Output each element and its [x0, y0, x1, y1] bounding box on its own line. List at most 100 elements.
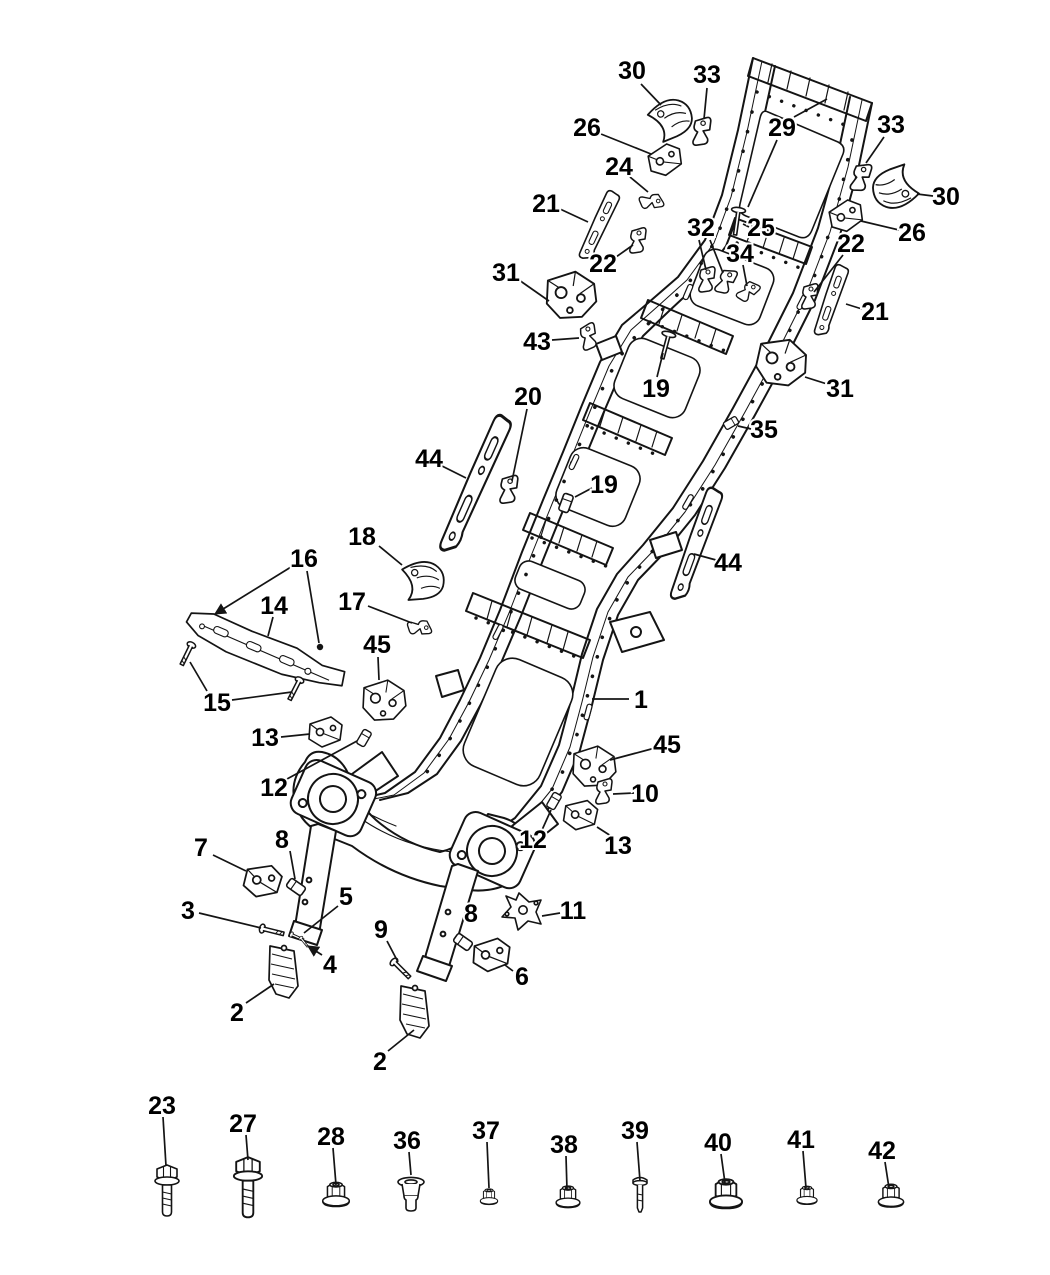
callout-number-20: 20: [514, 383, 542, 411]
callout-number-42: 42: [868, 1137, 896, 1165]
part-9-pin-icon: [388, 956, 414, 982]
callout-number-30: 30: [618, 57, 646, 85]
frame-line: [474, 90, 855, 662]
leader-line: [698, 239, 707, 271]
part-23-bolt-icon: [154, 1164, 180, 1217]
part-20-clip-icon: [499, 474, 519, 505]
frame-opening: [514, 560, 586, 610]
callout-33-1: 33: [691, 59, 723, 120]
leader-line: [231, 691, 293, 701]
frame-line: [297, 798, 308, 809]
frame-line: [486, 600, 569, 651]
callout-13-36: 13: [596, 826, 634, 862]
part-7-bracket-icon: [241, 860, 285, 902]
frame-opening: [462, 657, 574, 787]
leader-line: [804, 376, 828, 385]
frame-line: [630, 626, 642, 638]
leader-line: [367, 605, 413, 624]
leader-line: [387, 1029, 415, 1052]
callout-number-17: 17: [338, 588, 366, 616]
callout-number-31: 31: [492, 259, 520, 287]
frame-line: [599, 409, 658, 448]
callout-26-7: 26: [860, 217, 928, 249]
frame-line: [746, 225, 799, 260]
callout-13-30: 13: [249, 722, 311, 754]
frame-line: [319, 785, 347, 813]
part-8-pad-icon: [451, 931, 475, 953]
callout-number-6: 6: [515, 963, 529, 991]
callout-number-45: 45: [653, 731, 681, 759]
leader-line: [289, 850, 296, 880]
part-38-fnut-icon: [555, 1185, 581, 1209]
part-45-mount-icon: [362, 679, 407, 721]
frame-line: [590, 426, 666, 460]
part-40-fnut-icon: [708, 1178, 744, 1210]
callout-39-54: 39: [619, 1115, 651, 1182]
leader-line: [615, 244, 634, 258]
frame-opening: [613, 337, 701, 419]
callout-23-48: 23: [146, 1090, 178, 1167]
callout-number-23: 23: [148, 1092, 176, 1120]
crossmember-2: [728, 217, 813, 265]
leader-line: [813, 254, 844, 293]
frame-opening: [555, 446, 641, 528]
leader-line: [332, 1147, 337, 1186]
callout-number-12: 12: [519, 826, 547, 854]
frame-line: [456, 850, 467, 861]
frame-line: [540, 519, 598, 558]
callout-26-2: 26: [571, 112, 652, 155]
leader-line: [378, 545, 403, 566]
frame-line: [422, 110, 854, 812]
frame-line: [583, 703, 593, 721]
frame-line: [682, 494, 694, 510]
frame-illustration: [288, 57, 873, 982]
callout-8-38: 8: [273, 824, 296, 880]
leader-line: [640, 83, 662, 106]
callout-number-26: 26: [573, 114, 601, 142]
callout-number-2: 2: [373, 1048, 387, 1076]
callout-41-56: 41: [785, 1124, 817, 1189]
leader-line: [306, 945, 323, 957]
part-6-bracket-icon: [472, 937, 511, 973]
callout-number-5: 5: [339, 883, 353, 911]
leader-line: [574, 487, 593, 498]
callout-number-45: 45: [363, 631, 391, 659]
callout-19-22: 19: [574, 469, 620, 501]
leader-line: [286, 740, 358, 780]
callout-32-13: 32: [685, 212, 724, 274]
callout-2-46: 2: [228, 983, 275, 1029]
callout-number-36: 36: [393, 1127, 421, 1155]
frame-line: [755, 90, 855, 130]
callout-number-28: 28: [317, 1123, 345, 1151]
callout-3-39: 3: [179, 895, 262, 929]
part-33-clip-icon: [848, 161, 874, 194]
leader-line: [541, 912, 561, 917]
part-30-scoop-icon: [867, 161, 922, 214]
callout-number-38: 38: [550, 1131, 578, 1159]
callout-10-34: 10: [612, 778, 661, 810]
frame-line: [486, 96, 851, 838]
callout-number-8: 8: [464, 900, 478, 928]
leader-line: [212, 854, 247, 872]
callout-number-26: 26: [898, 219, 926, 247]
callout-34-14: 34: [724, 238, 756, 287]
crossmember-4: [582, 402, 673, 456]
leader-line: [245, 983, 275, 1004]
left-frame-horn: [294, 823, 337, 936]
crossmember-3: [640, 299, 734, 355]
callout-18-24: 18: [346, 521, 403, 566]
frame-line: [568, 453, 580, 471]
frame-line: [301, 898, 309, 906]
leader-line: [636, 1141, 641, 1182]
frame-line: [530, 536, 608, 568]
leader-line: [486, 1141, 490, 1189]
leader-line: [802, 1150, 807, 1189]
callout-number-13: 13: [604, 832, 632, 860]
callout-21-9: 21: [845, 296, 891, 328]
leader-line: [793, 98, 828, 118]
callout-number-24: 24: [605, 153, 633, 181]
callout-number-41: 41: [787, 1126, 815, 1154]
leader-line: [860, 220, 900, 231]
callout-17-25: 17: [336, 586, 413, 624]
frame-line: [462, 248, 775, 787]
